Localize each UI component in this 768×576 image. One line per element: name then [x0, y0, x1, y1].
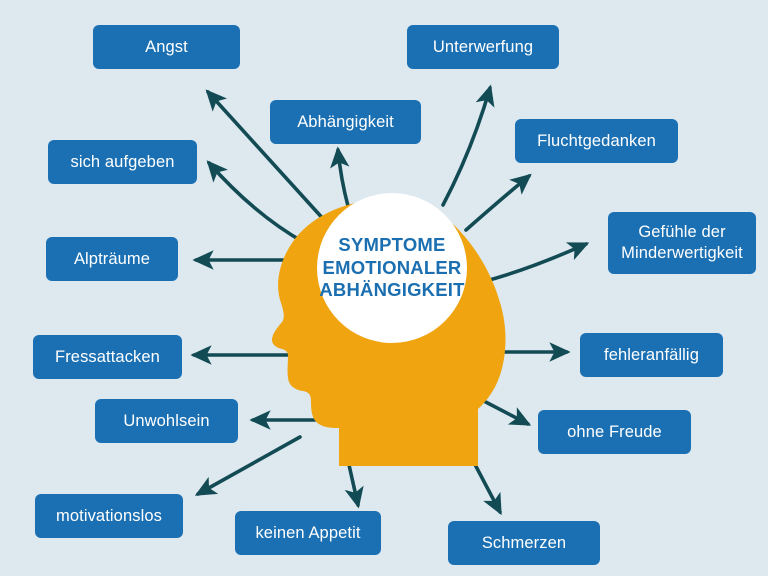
brain-area	[317, 193, 467, 343]
arrow-ohne-freude	[476, 396, 532, 426]
label-schmerzen[interactable]: Schmerzen	[448, 521, 600, 565]
label-gefuehle-minderwert[interactable]: Gefühle der Minderwertigkeit	[608, 212, 756, 274]
arrow-motivationslos	[194, 435, 302, 496]
arrow-angst	[205, 89, 328, 224]
arrow-sich-aufgeben	[206, 160, 307, 245]
label-fressattacken[interactable]: Fressattacken	[33, 335, 182, 379]
arrow-gefuehle	[480, 242, 590, 284]
label-motivationslos[interactable]: motivationslos	[35, 494, 183, 538]
label-unterwerfung[interactable]: Unterwerfung	[407, 25, 559, 69]
arrow-unterwerfung	[441, 84, 495, 207]
arrow-abhaengigkeit	[330, 146, 350, 208]
label-ohne-freude[interactable]: ohne Freude	[538, 410, 691, 454]
label-fehleranfaellig[interactable]: fehleranfällig	[580, 333, 723, 377]
label-alptraeume[interactable]: Alpträume	[46, 237, 178, 281]
arrow-fluchtgedanken	[464, 173, 532, 232]
label-sich-aufgeben[interactable]: sich aufgeben	[48, 140, 197, 184]
center-title: SYMPTOME EMOTIONALER ABHÄNGIGKEIT	[319, 234, 465, 301]
label-keinen-appetit[interactable]: keinen Appetit	[235, 511, 381, 555]
label-fluchtgedanken[interactable]: Fluchtgedanken	[515, 119, 678, 163]
label-unwohlsein[interactable]: Unwohlsein	[95, 399, 238, 443]
label-angst[interactable]: Angst	[93, 25, 240, 69]
label-abhaengigkeit[interactable]: Abhängigkeit	[270, 100, 421, 144]
